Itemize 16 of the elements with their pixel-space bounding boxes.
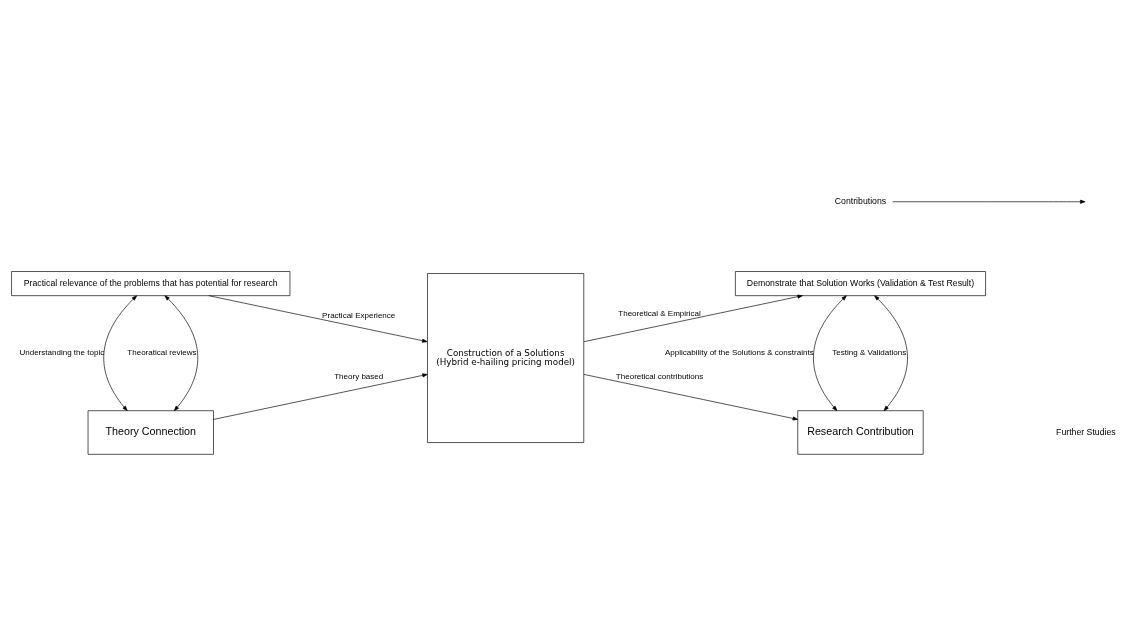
label: Further Studies xyxy=(1056,426,1116,437)
arrow xyxy=(813,295,847,412)
arrow xyxy=(892,199,1086,204)
arrow xyxy=(103,295,137,412)
arrow xyxy=(213,373,428,420)
node-box: Research Contribution xyxy=(797,410,924,455)
arrow xyxy=(164,295,198,412)
arrow xyxy=(208,295,428,343)
arrow xyxy=(874,295,908,412)
node-box: Construction of a Solutions (Hybrid e-hailing pricing model) xyxy=(427,273,585,443)
node-text: Contributions xyxy=(834,196,887,207)
arrow xyxy=(583,294,803,343)
arrow xyxy=(583,374,799,421)
node-box: Theory Connection xyxy=(87,410,214,455)
node-box: Demonstrate that Solution Works (Validation & Test Result) xyxy=(735,271,986,296)
node-box: Practical relevance of the problems that has potential for research xyxy=(11,271,291,296)
